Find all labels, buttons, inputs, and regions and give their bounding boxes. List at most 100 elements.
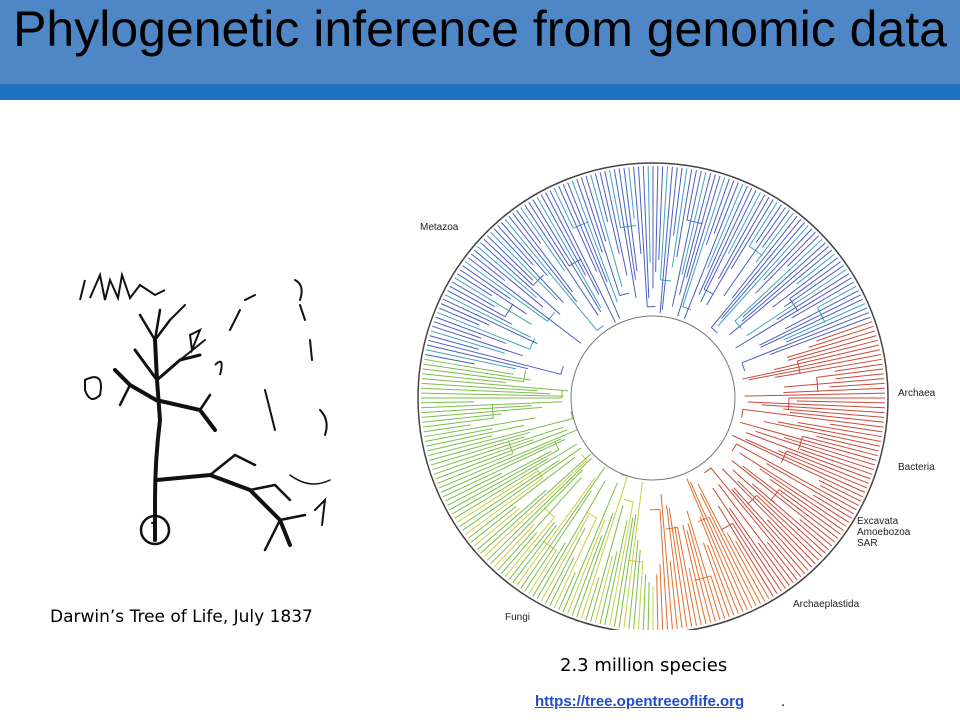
tree-branch xyxy=(623,167,638,272)
tree-branch xyxy=(562,482,618,613)
tree-branch xyxy=(438,307,480,326)
tree-branch xyxy=(659,166,669,280)
tree-branch-arc xyxy=(532,274,544,286)
tree-branch xyxy=(483,238,534,286)
tree-branch xyxy=(532,199,602,313)
tree-branch xyxy=(437,452,514,484)
tree-branch xyxy=(747,401,885,409)
tree-branch xyxy=(604,170,628,276)
tree-branch xyxy=(562,183,621,320)
tree-branch-arc xyxy=(560,365,564,375)
darwin-sketch xyxy=(79,271,331,552)
tree-branch xyxy=(736,443,857,511)
tree-branch xyxy=(590,505,624,622)
tree-branch xyxy=(744,392,885,397)
tree-branch xyxy=(425,349,517,370)
tree-branch xyxy=(708,516,753,609)
tree-branch xyxy=(427,435,493,452)
tree-branch xyxy=(428,339,561,375)
tree-branch xyxy=(467,257,582,344)
clade-label-archaea: Archaea xyxy=(898,388,936,399)
tree-branch xyxy=(470,506,517,543)
tree-branch xyxy=(520,467,606,589)
tree-branch xyxy=(421,401,475,404)
tree-branch xyxy=(786,330,876,359)
tree-branch xyxy=(470,253,506,281)
tree-branch xyxy=(687,523,716,622)
tree-branch xyxy=(786,450,869,484)
tree-branch xyxy=(655,166,659,272)
tree-branch xyxy=(735,541,770,600)
tree-branch-arc xyxy=(741,409,744,418)
tree-branch xyxy=(707,183,744,269)
tree-branch xyxy=(763,421,881,447)
tree-branch xyxy=(440,303,490,326)
tree-branch xyxy=(432,325,523,357)
tree-branch xyxy=(553,517,598,609)
slide-title: Phylogenetic inference from genomic data xyxy=(13,1,947,57)
tree-branch-arc xyxy=(523,369,527,382)
tree-branch xyxy=(467,456,576,539)
opentree-link[interactable]: https://tree.opentreeoflife.org xyxy=(535,693,745,710)
tree-branch xyxy=(576,178,603,253)
tree-branch xyxy=(549,189,616,323)
tree-branch xyxy=(699,516,739,614)
tree-branch xyxy=(726,532,766,602)
tree-branch xyxy=(669,560,678,629)
tree-branch-arc xyxy=(704,467,712,474)
tree-branch xyxy=(659,564,664,630)
tree-branch xyxy=(454,277,532,325)
tree-branch xyxy=(528,550,557,595)
tree-branch xyxy=(442,438,566,498)
tree-branch xyxy=(737,480,820,561)
tree-branch xyxy=(618,514,637,628)
tree-branch xyxy=(508,522,555,581)
tree-branch xyxy=(797,339,878,362)
tree-branch xyxy=(425,428,493,442)
tree-branch xyxy=(604,520,628,626)
tree-branch xyxy=(748,201,778,247)
tree-branch xyxy=(567,182,608,283)
tree-branch xyxy=(428,418,573,457)
tree-branch-arc xyxy=(703,289,714,295)
tree-branch xyxy=(797,421,882,438)
tree-branch xyxy=(465,261,548,322)
tree-branch xyxy=(599,551,618,624)
tree-branch xyxy=(594,173,609,222)
tree-branch xyxy=(422,413,502,423)
tree-branch xyxy=(540,514,590,602)
tree-branch xyxy=(558,572,576,611)
tree-branch xyxy=(567,519,606,614)
tree-branch xyxy=(745,438,866,493)
tree-branch xyxy=(759,294,862,346)
tree-branch xyxy=(465,477,543,535)
tree-branch xyxy=(769,478,844,531)
clade-label-archaeplastida: Archaeplastida xyxy=(793,599,860,610)
clade-label-sar: SAR xyxy=(857,538,878,549)
tree-branch xyxy=(778,489,841,535)
tree-branch xyxy=(540,194,586,276)
tree-branch xyxy=(536,196,602,309)
tree-branch xyxy=(497,477,582,571)
tree-branch xyxy=(731,434,864,498)
tree-branch-arc xyxy=(580,453,588,461)
tree-branch xyxy=(681,172,707,275)
tree-branch-arc xyxy=(789,298,799,312)
tree-branch xyxy=(585,175,607,242)
tree-branch xyxy=(689,481,748,611)
tree-branch xyxy=(800,448,873,475)
tree-branch xyxy=(425,354,475,365)
tree-branch xyxy=(520,207,566,272)
tree-branch xyxy=(421,387,551,395)
tree-branch xyxy=(435,429,568,480)
darwin-caption: Darwin’s Tree of Life, July 1837 xyxy=(50,607,313,627)
tree-branch xyxy=(783,437,876,466)
tree-branch xyxy=(816,368,884,378)
tree-branch xyxy=(766,462,855,515)
tree-branch xyxy=(647,581,650,630)
tree-branch xyxy=(697,483,761,604)
tree-branch xyxy=(742,408,884,428)
tree-branches xyxy=(421,166,885,630)
tree-branch xyxy=(787,235,820,267)
tree-branch xyxy=(433,439,534,475)
